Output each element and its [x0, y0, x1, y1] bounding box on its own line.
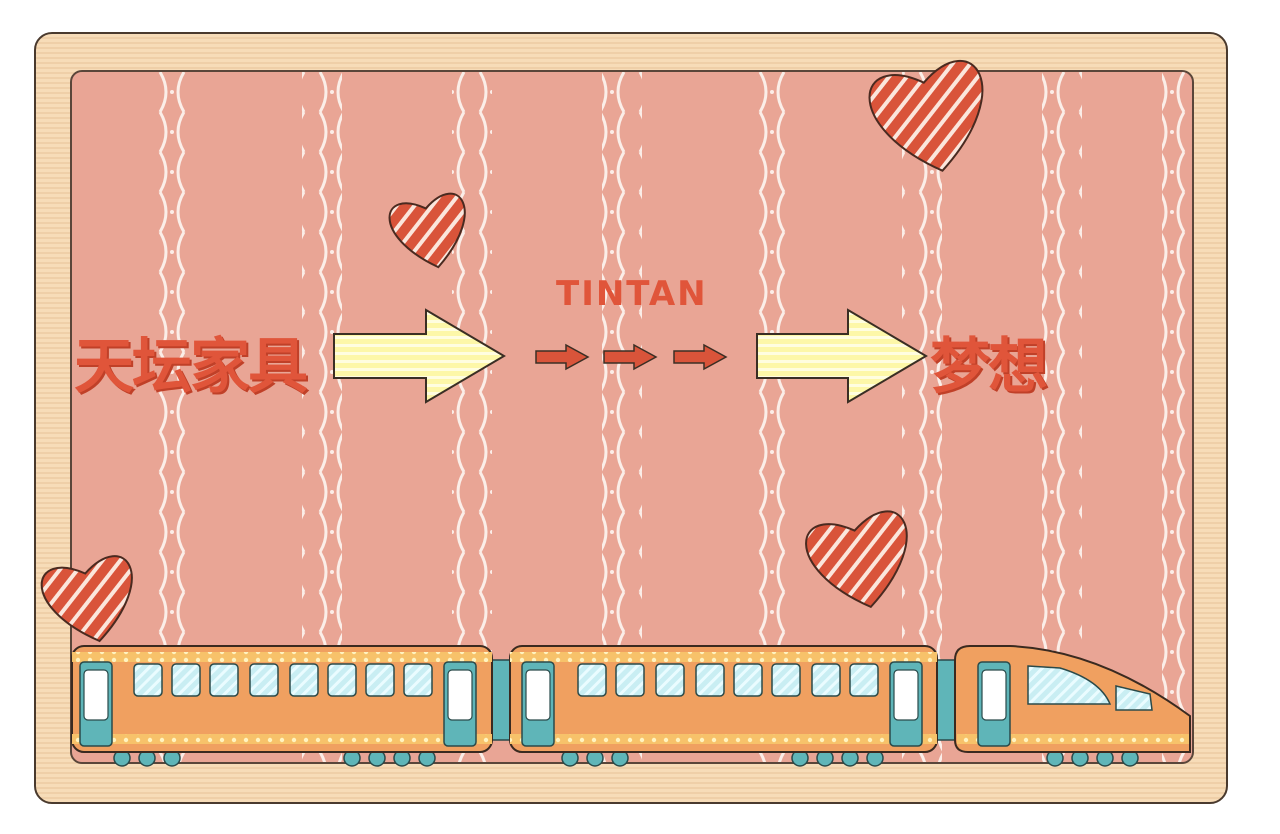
dream-text: 梦想: [930, 332, 1048, 402]
heart-icon: [805, 510, 908, 609]
brand-text: 天坛家具: [74, 332, 308, 402]
heart-icon: [868, 60, 984, 172]
middle-label: TINTAN: [556, 274, 708, 314]
heart-icon: [40, 555, 133, 643]
arrow-icon: [333, 308, 506, 404]
train-icon: [71, 645, 1191, 767]
arrow-icon: [535, 343, 590, 371]
arrow-icon: [756, 308, 928, 404]
arrow-icon: [673, 343, 728, 371]
arrow-icon: [603, 343, 658, 371]
heart-icon: [388, 192, 466, 269]
